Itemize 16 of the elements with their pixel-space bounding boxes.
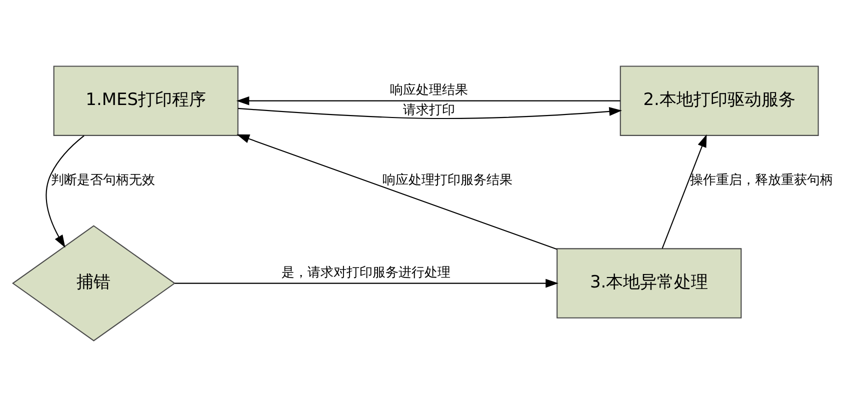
node-box: 2.本地打印驱动服务 <box>620 66 819 136</box>
edge-label: 是，请求对打印服务进行处理 <box>281 265 450 280</box>
edge-label: 请求打印 <box>403 103 456 118</box>
arrow <box>236 134 558 250</box>
edge-label: 响应处理结果 <box>390 83 468 98</box>
node-box: 3.本地异常处理 <box>556 248 742 318</box>
edge-label: 操作重启，释放重获句柄 <box>690 172 833 188</box>
node-box: 1.MES打印程序 <box>53 66 238 136</box>
arrow <box>238 107 622 120</box>
edge-label: 响应处理打印服务结果 <box>382 172 512 188</box>
node-diamond: 捕错 <box>12 225 176 342</box>
edge-label: 判断是否句柄无效 <box>50 172 155 188</box>
arrow <box>662 134 707 249</box>
arrow <box>174 278 558 288</box>
arrow <box>46 135 84 248</box>
arrow <box>236 96 620 106</box>
